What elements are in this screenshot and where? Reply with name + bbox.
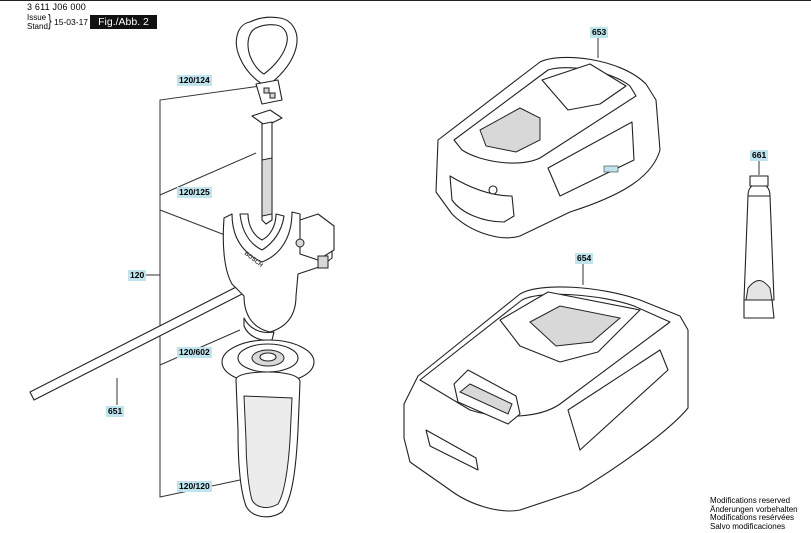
note-line: Modifications reserved xyxy=(710,496,791,505)
figure-label: Fig./Abb. 2 xyxy=(90,15,157,29)
note-line: Modifications resérvées xyxy=(710,513,795,523)
doc-number: 3 611 J06 000 xyxy=(27,2,86,12)
callout-120-124: 120/124 xyxy=(177,75,212,86)
battery-pack-part xyxy=(435,56,661,239)
strap-clamp-part xyxy=(235,16,298,105)
callout-654: 654 xyxy=(575,253,594,264)
modifications-notes: Modifications reserved Änderungen vorbeh… xyxy=(710,496,798,531)
callout-653: 653 xyxy=(590,27,609,38)
callout-120-125: 120/125 xyxy=(177,187,212,198)
handle-ring-part xyxy=(221,339,315,385)
bolt-part xyxy=(251,109,283,225)
callout-120-602: 120/602 xyxy=(177,347,212,358)
note-line: Änderungen vorbehalten xyxy=(710,504,798,514)
grease-tube-part xyxy=(743,175,775,319)
note-line: Salvo modificaciones xyxy=(710,521,786,531)
issue-date: 15-03-17 xyxy=(54,17,89,27)
grip-part xyxy=(235,371,301,518)
callout-651: 651 xyxy=(106,406,125,417)
header-rule xyxy=(0,0,811,1)
issue-stand-labels: Issue Stand xyxy=(27,13,48,31)
handle-body-part xyxy=(29,211,335,401)
callout-120: 120 xyxy=(128,270,147,281)
brace-glyph: } xyxy=(48,11,52,30)
issue-label: Issue xyxy=(27,13,47,22)
stand-label: Stand xyxy=(27,22,48,31)
callout-120-120: 120/120 xyxy=(177,481,212,492)
callout-661: 661 xyxy=(750,150,769,161)
charger-part xyxy=(403,286,689,512)
